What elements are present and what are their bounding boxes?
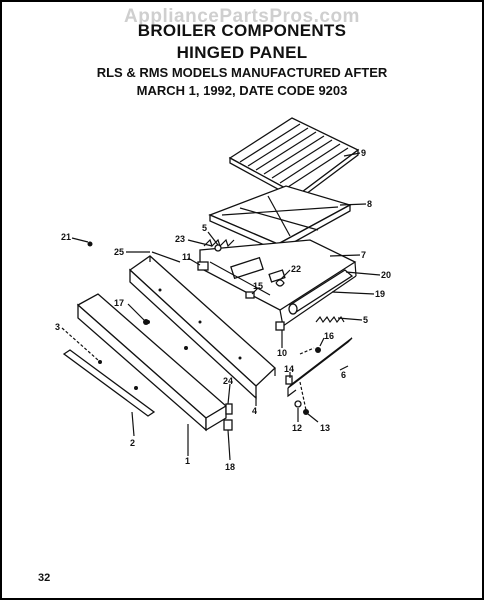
callout-20: 20 xyxy=(381,270,391,280)
broiler-drawer-body xyxy=(199,239,357,327)
hinge-bracket xyxy=(287,337,353,398)
leader-lines xyxy=(61,152,381,461)
callout-7: 7 xyxy=(361,250,366,260)
diagram-subtitle: HINGED PANEL xyxy=(176,43,308,62)
callout-22: 22 xyxy=(291,264,301,274)
callout-6: 6 xyxy=(341,370,346,380)
callout-11: 11 xyxy=(182,252,192,262)
callout-12: 12 xyxy=(292,423,302,433)
bracket-15 xyxy=(245,291,255,299)
callout-18: 18 xyxy=(225,462,235,472)
screw-21 xyxy=(87,241,93,247)
callout-17: 17 xyxy=(114,298,124,308)
clip-18 xyxy=(223,419,233,431)
hook-22 xyxy=(275,279,285,287)
model-note-line1: RLS & RMS MODELS MANUFACTURED AFTER xyxy=(96,65,388,80)
callout-9: 9 xyxy=(361,148,366,158)
diagram-title: BROILER COMPONENTS xyxy=(137,21,347,40)
callout-4: 4 xyxy=(252,406,257,416)
clip-14 xyxy=(285,375,293,385)
watermark: AppliancePartsPros.com xyxy=(124,6,360,27)
callout-3: 3 xyxy=(55,322,60,332)
callout-23: 23 xyxy=(175,234,185,244)
callout-24: 24 xyxy=(223,376,233,386)
door-handle xyxy=(62,349,156,417)
callout-8: 8 xyxy=(367,199,372,209)
callout-5-lower: 5 xyxy=(363,315,368,325)
nut-13 xyxy=(303,409,309,415)
callout-10: 10 xyxy=(277,348,287,358)
callout-19: 19 xyxy=(375,289,385,299)
callout-25: 25 xyxy=(114,247,124,257)
callout-5-upper: 5 xyxy=(202,223,207,233)
callout-21: 21 xyxy=(61,232,71,242)
nut-23 xyxy=(214,244,222,252)
screw-16 xyxy=(315,347,321,353)
outer-door-panel xyxy=(76,293,228,432)
spring-upper xyxy=(203,238,235,248)
callout-1: 1 xyxy=(185,456,190,466)
callout-2: 2 xyxy=(130,438,135,448)
rod xyxy=(151,251,181,263)
clip-24 xyxy=(225,403,233,415)
bracket-11 xyxy=(197,261,209,271)
broiler-pan xyxy=(208,185,352,253)
callout-14: 14 xyxy=(284,364,294,374)
callout-13: 13 xyxy=(320,423,330,433)
screw-17 xyxy=(143,319,149,325)
page-number: 32 xyxy=(38,572,51,584)
washer-12 xyxy=(294,400,302,408)
bracket-10 xyxy=(275,321,285,331)
model-note-line2: MARCH 1, 1992, DATE CODE 9203 xyxy=(136,83,348,98)
inner-door-panel xyxy=(128,255,276,400)
callout-15: 15 xyxy=(253,281,263,291)
callout-16: 16 xyxy=(324,331,334,341)
